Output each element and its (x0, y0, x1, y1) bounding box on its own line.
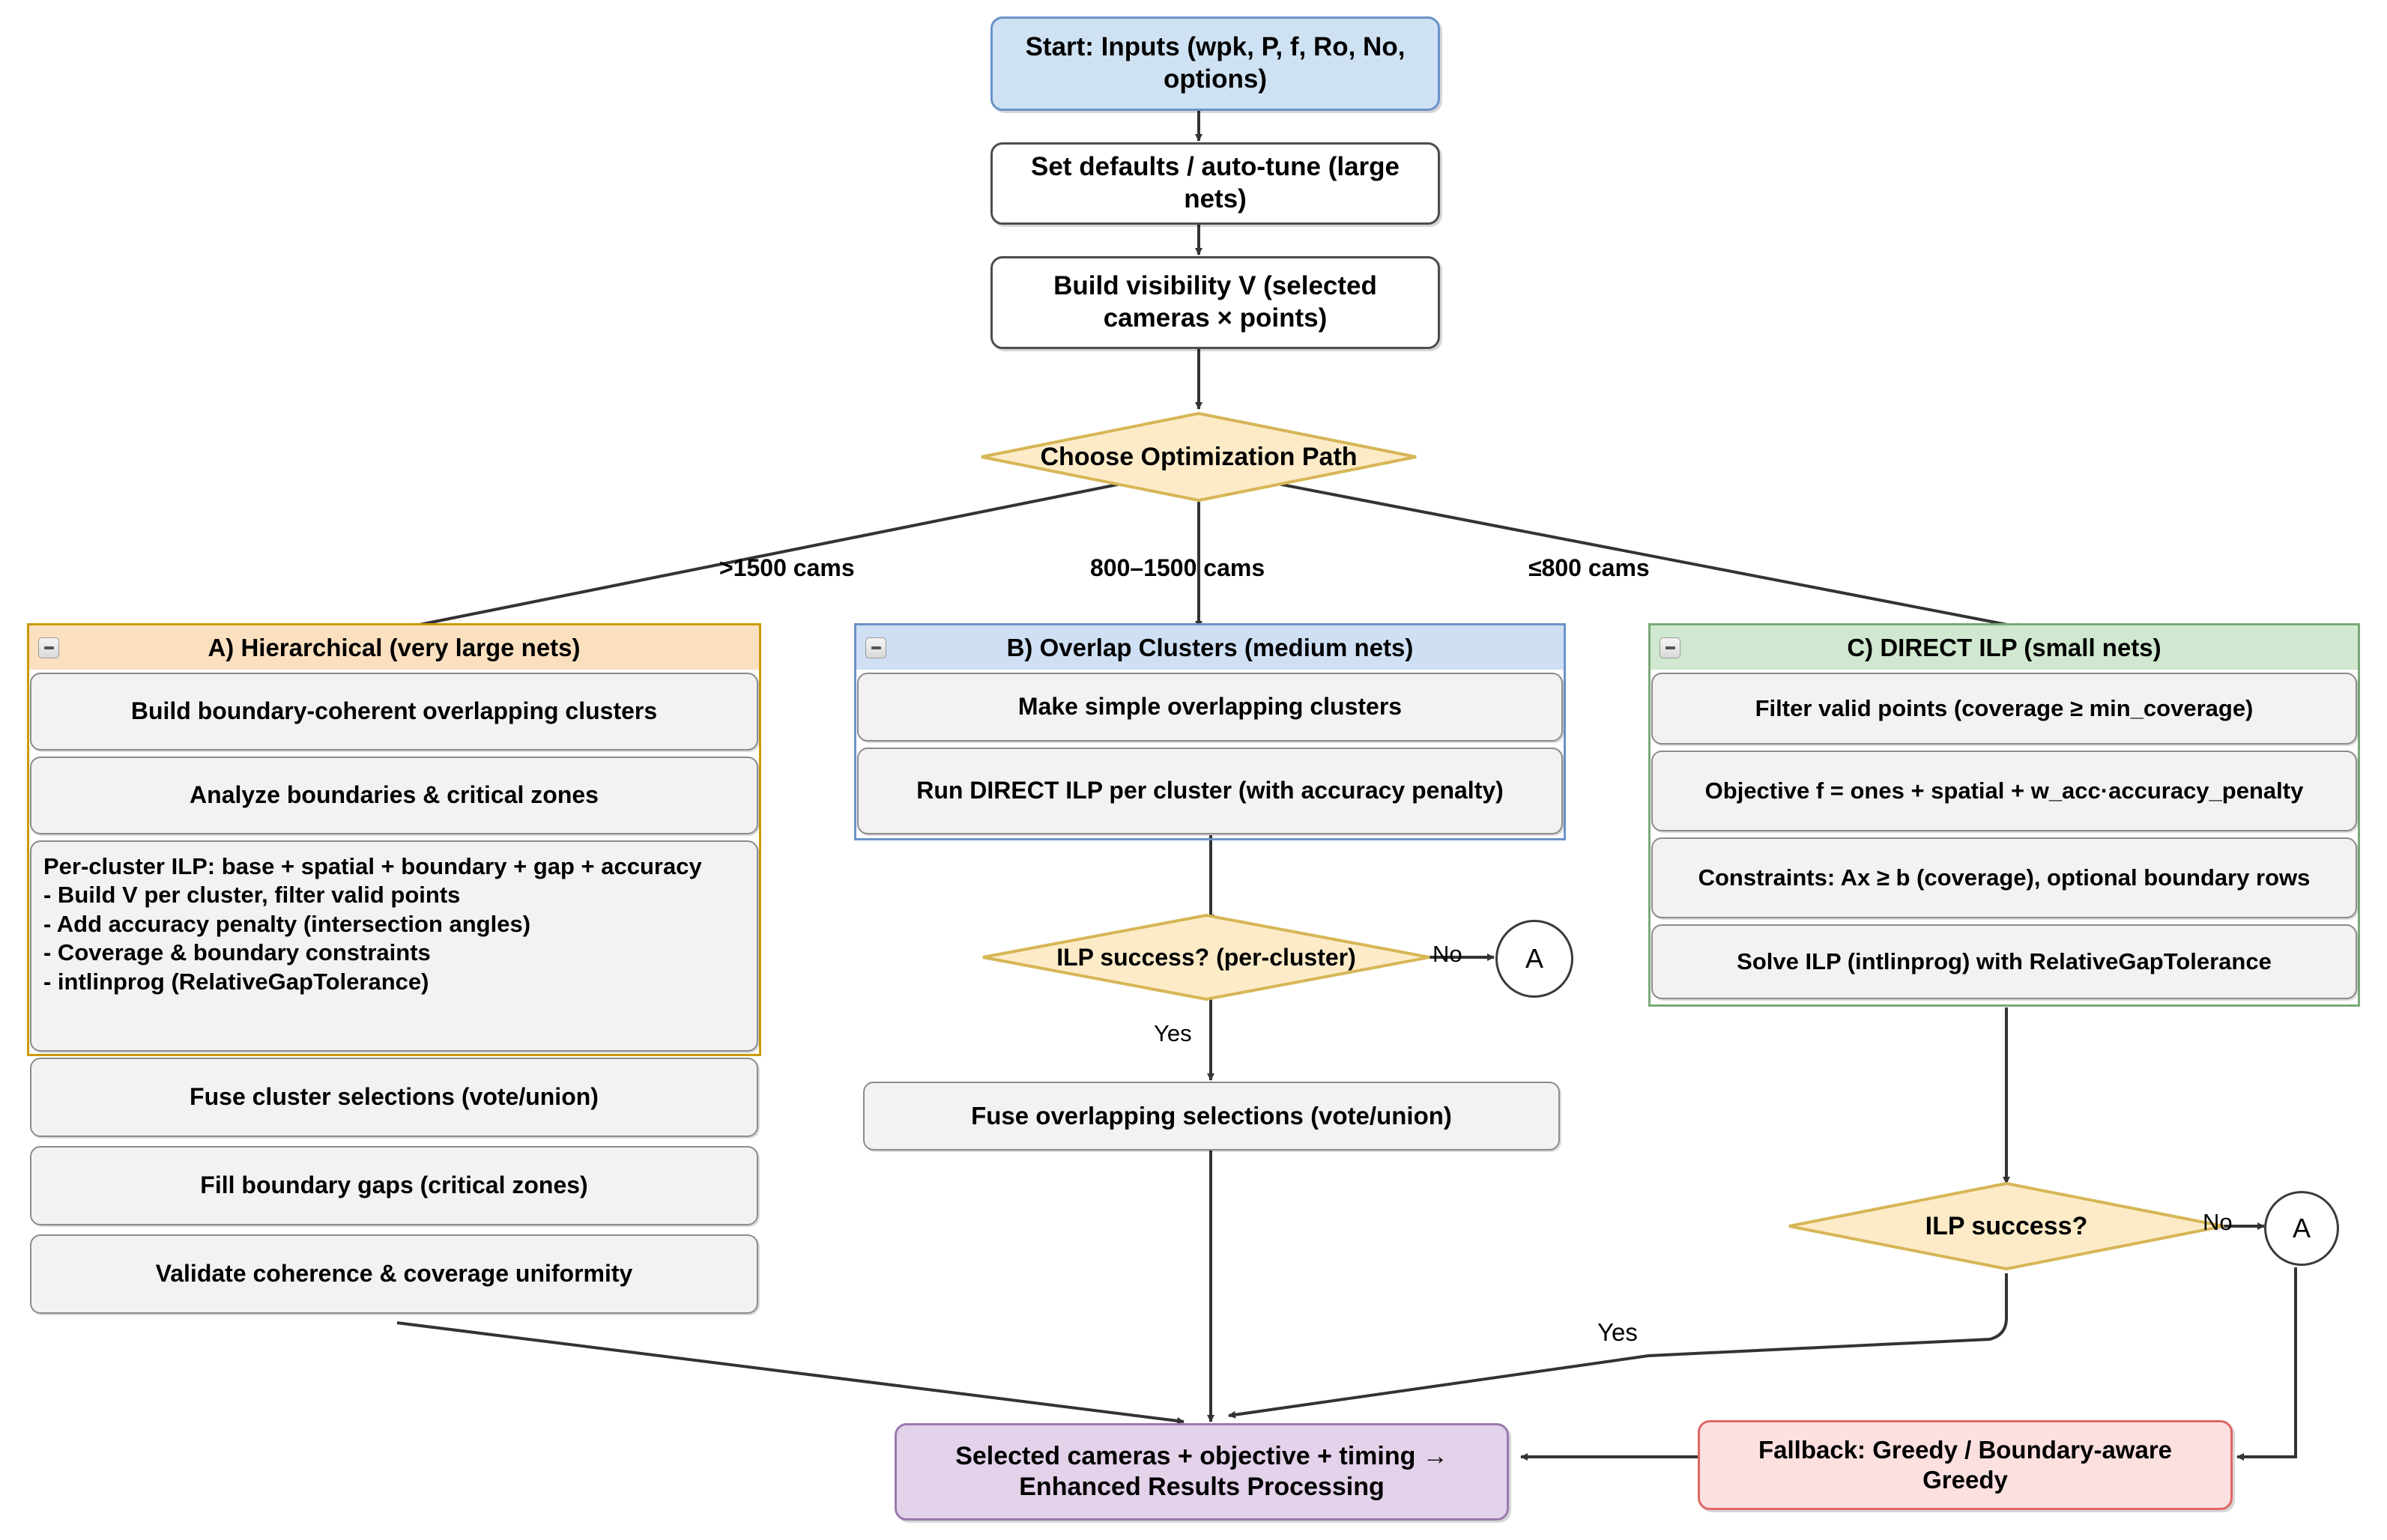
decision-choose-path-label: Choose Optimization Path (1040, 442, 1358, 471)
decision-choose-path[interactable]: Choose Optimization Path (980, 412, 1418, 502)
collapse-minus-icon[interactable] (38, 637, 59, 658)
collapse-minus-icon[interactable] (1660, 637, 1680, 658)
group-a-detail-block[interactable]: Per-cluster ILP: base + spatial + bounda… (30, 840, 758, 1052)
group-c-step-1[interactable]: Filter valid points (coverage ≥ min_cove… (1651, 673, 2357, 745)
group-a-step-2[interactable]: Analyze boundaries & critical zones (30, 757, 758, 834)
edge-label-left: >1500 cams (719, 554, 855, 581)
group-a-header-label: A) Hierarchical (very large nets) (208, 633, 581, 661)
node-fallback[interactable]: Fallback: Greedy / Boundary-aware Greedy (1698, 1420, 2233, 1510)
group-a-detail-bullet-2: - Add accuracy penalty (intersection ang… (43, 910, 531, 937)
decision-c-label: ILP success? (1925, 1211, 2088, 1240)
group-b-after-yes[interactable]: Fuse overlapping selections (vote/union) (863, 1082, 1560, 1151)
decision-ilp-success[interactable]: ILP success? (1788, 1182, 2225, 1270)
node-start[interactable]: Start: Inputs (wpk, P, f, Ro, No, option… (990, 16, 1440, 111)
group-c-step-2[interactable]: Objective f = ones + spatial + w_acc·acc… (1651, 751, 2357, 831)
group-a-detail-bullet-1: - Build V per cluster, filter valid poin… (43, 882, 461, 909)
collapse-minus-icon[interactable] (865, 637, 886, 658)
connector-circle-a-c[interactable]: A (2264, 1191, 2339, 1266)
decision-b-label: ILP success? (per-cluster) (1056, 943, 1356, 971)
group-b-step-1[interactable]: Make simple overlapping clusters (857, 673, 1563, 742)
decision-ilp-success-per-cluster[interactable]: ILP success? (per-cluster) (981, 914, 1431, 1001)
edge-label-middle: 800–1500 cams (1090, 554, 1265, 581)
group-c-step-4[interactable]: Solve ILP (intlinprog) with RelativeGapT… (1651, 924, 2357, 999)
diamond-shape (1788, 1182, 2224, 1270)
group-b-header[interactable]: B) Overlap Clusters (medium nets) (854, 623, 1566, 670)
group-a-post-step-3[interactable]: Validate coherence & coverage uniformity (30, 1234, 758, 1314)
group-a-post-step-2[interactable]: Fill boundary gaps (critical zones) (30, 1146, 758, 1225)
edge-label-c-yes: Yes (1597, 1318, 1638, 1346)
node-result[interactable]: Selected cameras + objective + timing → … (895, 1423, 1509, 1521)
group-c-step-3[interactable]: Constraints: Ax ≥ b (coverage), optional… (1651, 837, 2357, 918)
edge-label-b-yes: Yes (1154, 1020, 1192, 1046)
group-c-header-label: C) DIRECT ILP (small nets) (1847, 633, 2161, 661)
node-set-defaults[interactable]: Set defaults / auto-tune (large nets) (990, 142, 1440, 225)
connector-circle-a-b[interactable]: A (1495, 920, 1573, 998)
edge-label-c-no: No (2203, 1209, 2233, 1235)
group-a-detail-bullet-3: - Coverage & boundary constraints (43, 939, 431, 966)
edge-label-right: ≤800 cams (1528, 554, 1650, 581)
group-c-header[interactable]: C) DIRECT ILP (small nets) (1648, 623, 2360, 670)
group-a-header[interactable]: A) Hierarchical (very large nets) (27, 623, 761, 670)
diamond-shape (982, 914, 1430, 1001)
group-a-step-1[interactable]: Build boundary-coherent overlapping clus… (30, 673, 758, 751)
group-a-detail-title: Per-cluster ILP: base + spatial + bounda… (43, 853, 702, 879)
group-b-header-label: B) Overlap Clusters (medium nets) (1006, 633, 1414, 661)
node-build-visibility[interactable]: Build visibility V (selected cameras × p… (990, 256, 1440, 349)
group-b-step-2[interactable]: Run DIRECT ILP per cluster (with accurac… (857, 748, 1563, 834)
group-a-post-step-1[interactable]: Fuse cluster selections (vote/union) (30, 1058, 758, 1137)
group-a-detail-bullet-4: - intlinprog (RelativeGapTolerance) (43, 968, 429, 995)
edge-label-b-no: No (1432, 941, 1462, 967)
